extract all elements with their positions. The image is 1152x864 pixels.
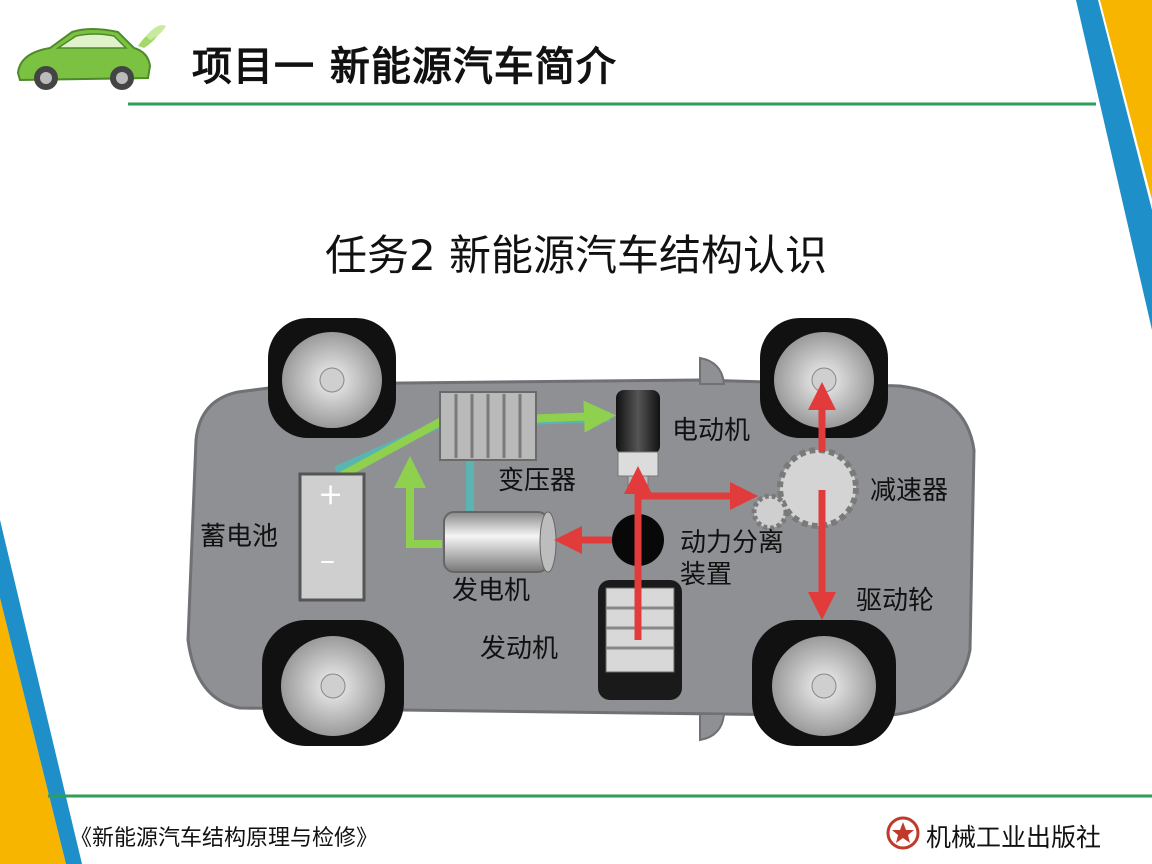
label-battery: 蓄电池 [200, 522, 279, 552]
wheel-rear-right [262, 620, 404, 746]
wheel-front-right [752, 620, 896, 746]
reducer-gear [777, 447, 859, 529]
label-engine: 发动机 [480, 634, 559, 664]
slide-subtitle: 任务2 新能源汽车结构认识 [324, 231, 828, 280]
right-blue-stripe [1076, 0, 1152, 330]
label-motor: 电动机 [672, 416, 751, 446]
battery-minus-symbol: – [320, 543, 335, 578]
transformer-unit [439, 391, 537, 461]
label-generator: 发电机 [452, 576, 531, 606]
battery-pack [298, 472, 366, 602]
footer-publisher: 机械工业出版社 [926, 823, 1102, 852]
green-arrow-generator-to-battery [394, 456, 442, 548]
left-blue-stripe [0, 520, 82, 864]
generator-cylinder [443, 511, 557, 573]
label-transformer: 变压器 [498, 466, 577, 496]
electric-motor [616, 390, 660, 487]
footer-book-title: 《新能源汽车结构原理与检修》 [70, 826, 379, 851]
front-nose-bottom [699, 713, 726, 742]
wheel-rear-left [268, 318, 396, 438]
label-reducer: 减速器 [870, 476, 949, 506]
publisher-logo-icon [886, 816, 920, 850]
green-car-logo [16, 25, 166, 90]
page-title: 项目一 新能源汽车简介 [192, 44, 617, 90]
label-power-split-line2: 装置 [680, 560, 733, 590]
right-yellow-stripe [1100, 0, 1152, 200]
front-nose-top [699, 356, 726, 385]
label-drive-wheel: 驱动轮 [856, 586, 935, 616]
label-power-split-line1: 动力分离 [680, 528, 785, 558]
small-gear [751, 493, 789, 531]
battery-plus-symbol: + [318, 477, 344, 512]
wheel-front-left [760, 318, 888, 438]
